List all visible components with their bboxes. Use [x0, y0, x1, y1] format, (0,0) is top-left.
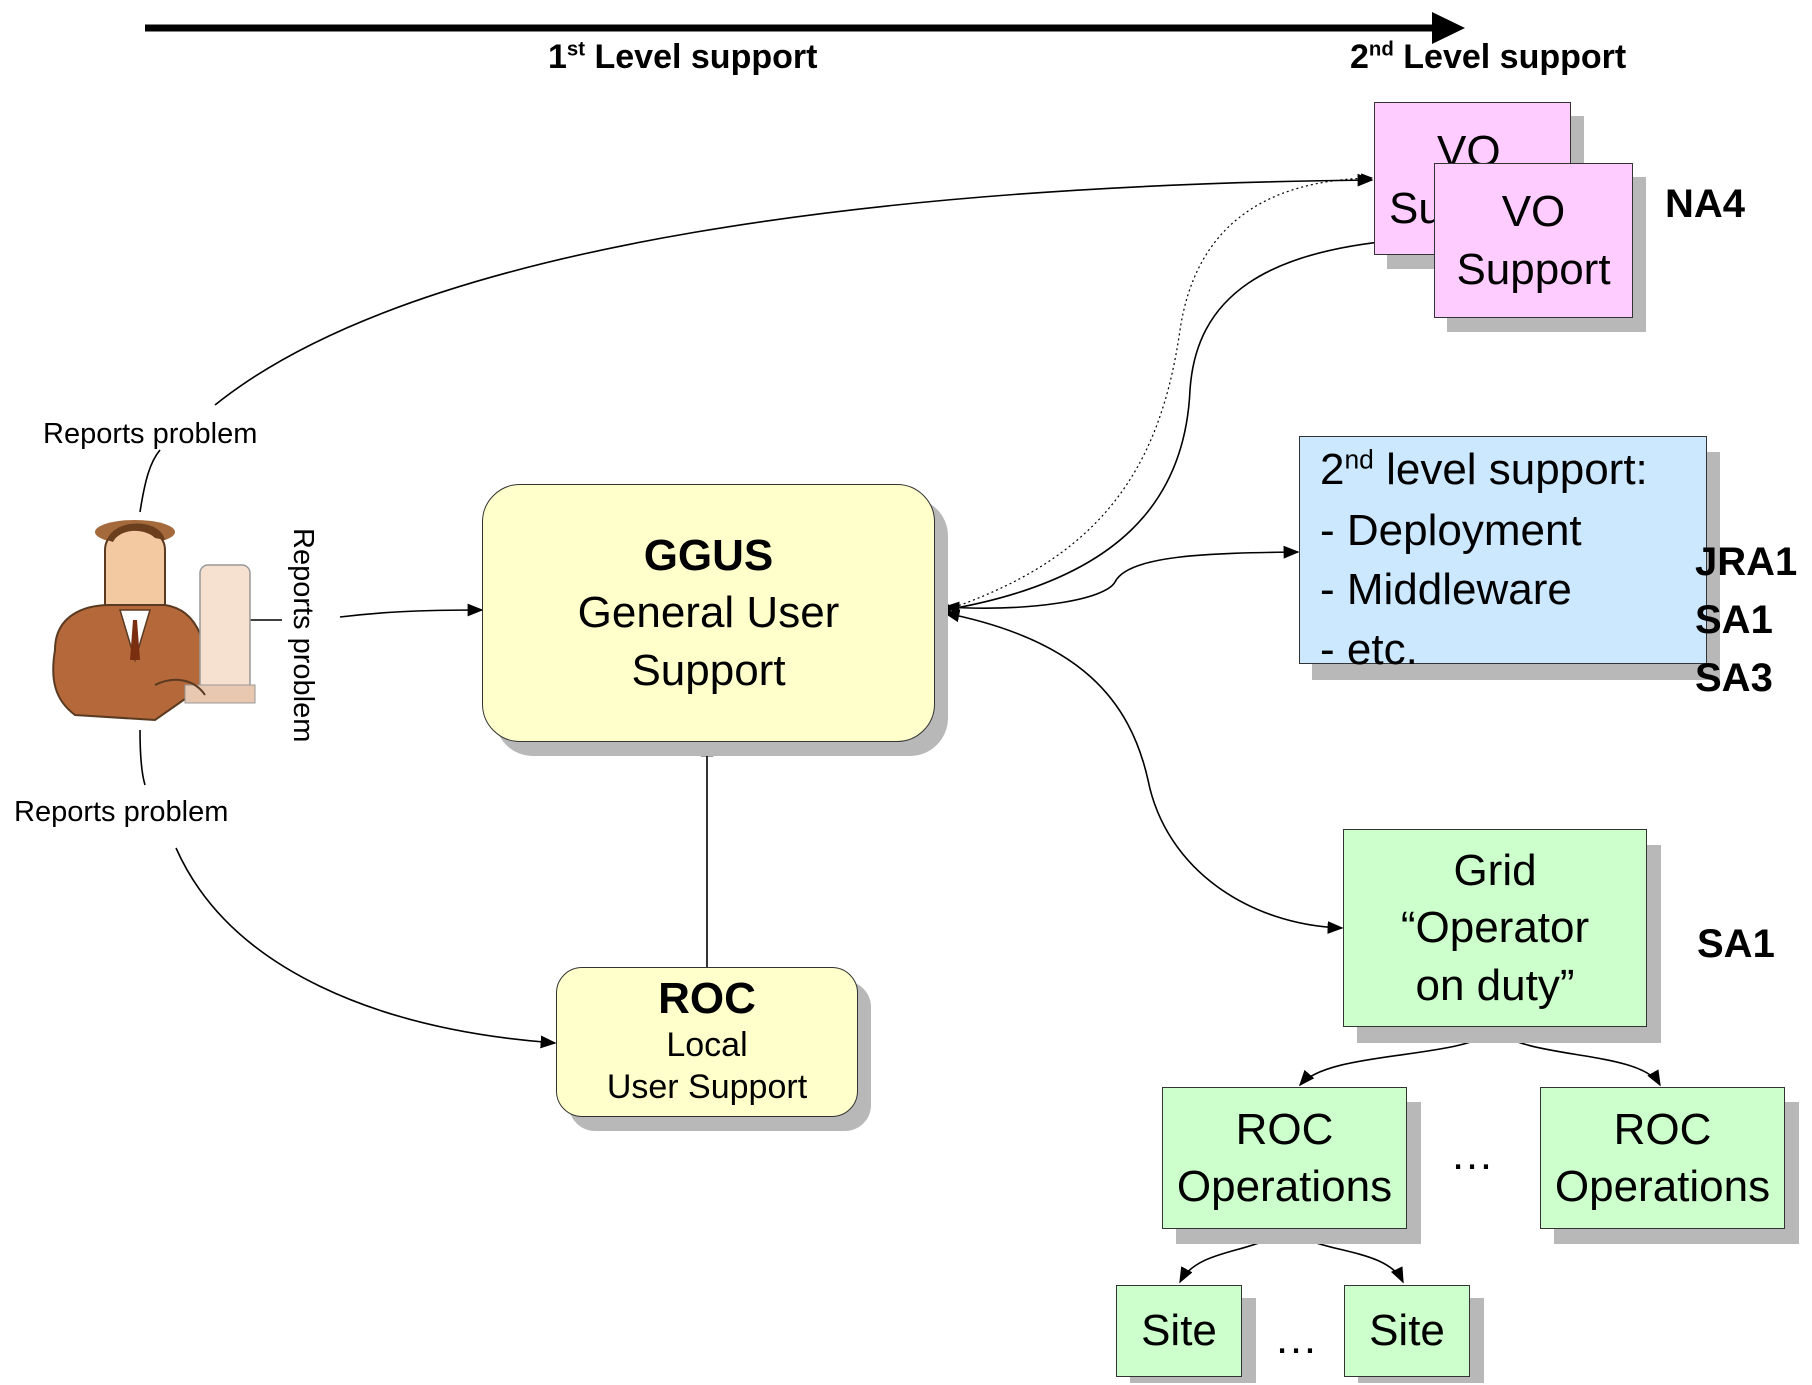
vo-tag-na4: NA4: [1665, 182, 1746, 226]
arrow-user-to-vo: [214, 173, 1374, 406]
first-level-label: 1st Level support: [548, 38, 818, 76]
arrow-ggus-to-operator: [943, 609, 1344, 934]
roc-local-line2: User Support: [606, 1067, 808, 1106]
second-level-tag: JRA1: [1695, 540, 1798, 584]
user-at-computer-icon: [52, 520, 256, 722]
vo-front-line2: Support: [1456, 244, 1611, 294]
operator-line3: on duty”: [1415, 960, 1575, 1010]
second-level-item: - Deployment: [1320, 506, 1582, 556]
arrow-ggus-to-second-level: [943, 545, 1300, 615]
second-level-label: 2nd Level support: [1350, 38, 1627, 76]
site-box-right[interactable]: Site: [1344, 1285, 1470, 1377]
arrow-user-to-ggus: [339, 603, 484, 618]
operator-line1: Grid: [1453, 846, 1537, 896]
roc-operations-box-right[interactable]: ROC Operations: [1540, 1087, 1785, 1229]
roc-ops-line1: ROC: [1235, 1104, 1334, 1154]
ggus-title: GGUS: [643, 531, 774, 581]
arrow-ggus-to-vo-dotted: [938, 173, 1374, 614]
roc-ellipsis: …: [1450, 1130, 1494, 1179]
ggus-line1: General User: [577, 588, 840, 638]
roc-operations-box-left[interactable]: ROC Operations: [1162, 1087, 1407, 1229]
reports-problem-label-middle: Reports problem: [287, 528, 319, 743]
second-level-heading: 2nd level support:: [1320, 444, 1648, 494]
roc-ops-line2: Operations: [1176, 1162, 1393, 1211]
roc-ops-line1: ROC: [1613, 1104, 1712, 1154]
vo-support-box-front[interactable]: VO Support: [1434, 163, 1633, 318]
operator-line2: “Operator: [1400, 903, 1590, 953]
vo-back-line2: Su: [1389, 184, 1443, 234]
level-timeline-arrowhead: [1432, 12, 1465, 44]
site-box-left[interactable]: Site: [1116, 1285, 1242, 1377]
roc-local-line1: Local: [666, 1025, 748, 1064]
second-level-item: - etc.: [1320, 624, 1418, 674]
ggus-line2: Support: [631, 645, 786, 695]
arrow-user-to-roc-local: [175, 847, 557, 1049]
roc-local-title: ROC: [658, 974, 756, 1024]
second-level-tag: SA1: [1695, 598, 1773, 642]
vo-front-line1: VO: [1501, 187, 1566, 237]
roc-ops-line2: Operations: [1554, 1162, 1771, 1211]
second-level-tag: SA3: [1695, 656, 1773, 700]
connector-user-bottom: [139, 729, 146, 786]
connector-user-top: [139, 449, 161, 513]
reports-problem-label-bottom: Reports problem: [14, 796, 229, 828]
site-label: Site: [1141, 1306, 1217, 1356]
site-label: Site: [1369, 1306, 1445, 1356]
site-ellipsis: …: [1274, 1314, 1318, 1363]
ggus-box[interactable]: GGUS General User Support: [482, 484, 935, 742]
operator-tag-sa1: SA1: [1697, 922, 1775, 966]
second-level-item: - Middleware: [1320, 565, 1572, 615]
operator-on-duty-box[interactable]: Grid “Operator on duty”: [1343, 829, 1647, 1027]
roc-local-box[interactable]: ROC Local User Support: [556, 967, 858, 1117]
second-level-support-box[interactable]: 2nd level support: - Deployment - Middle…: [1299, 436, 1707, 674]
reports-problem-label-top: Reports problem: [43, 418, 258, 450]
